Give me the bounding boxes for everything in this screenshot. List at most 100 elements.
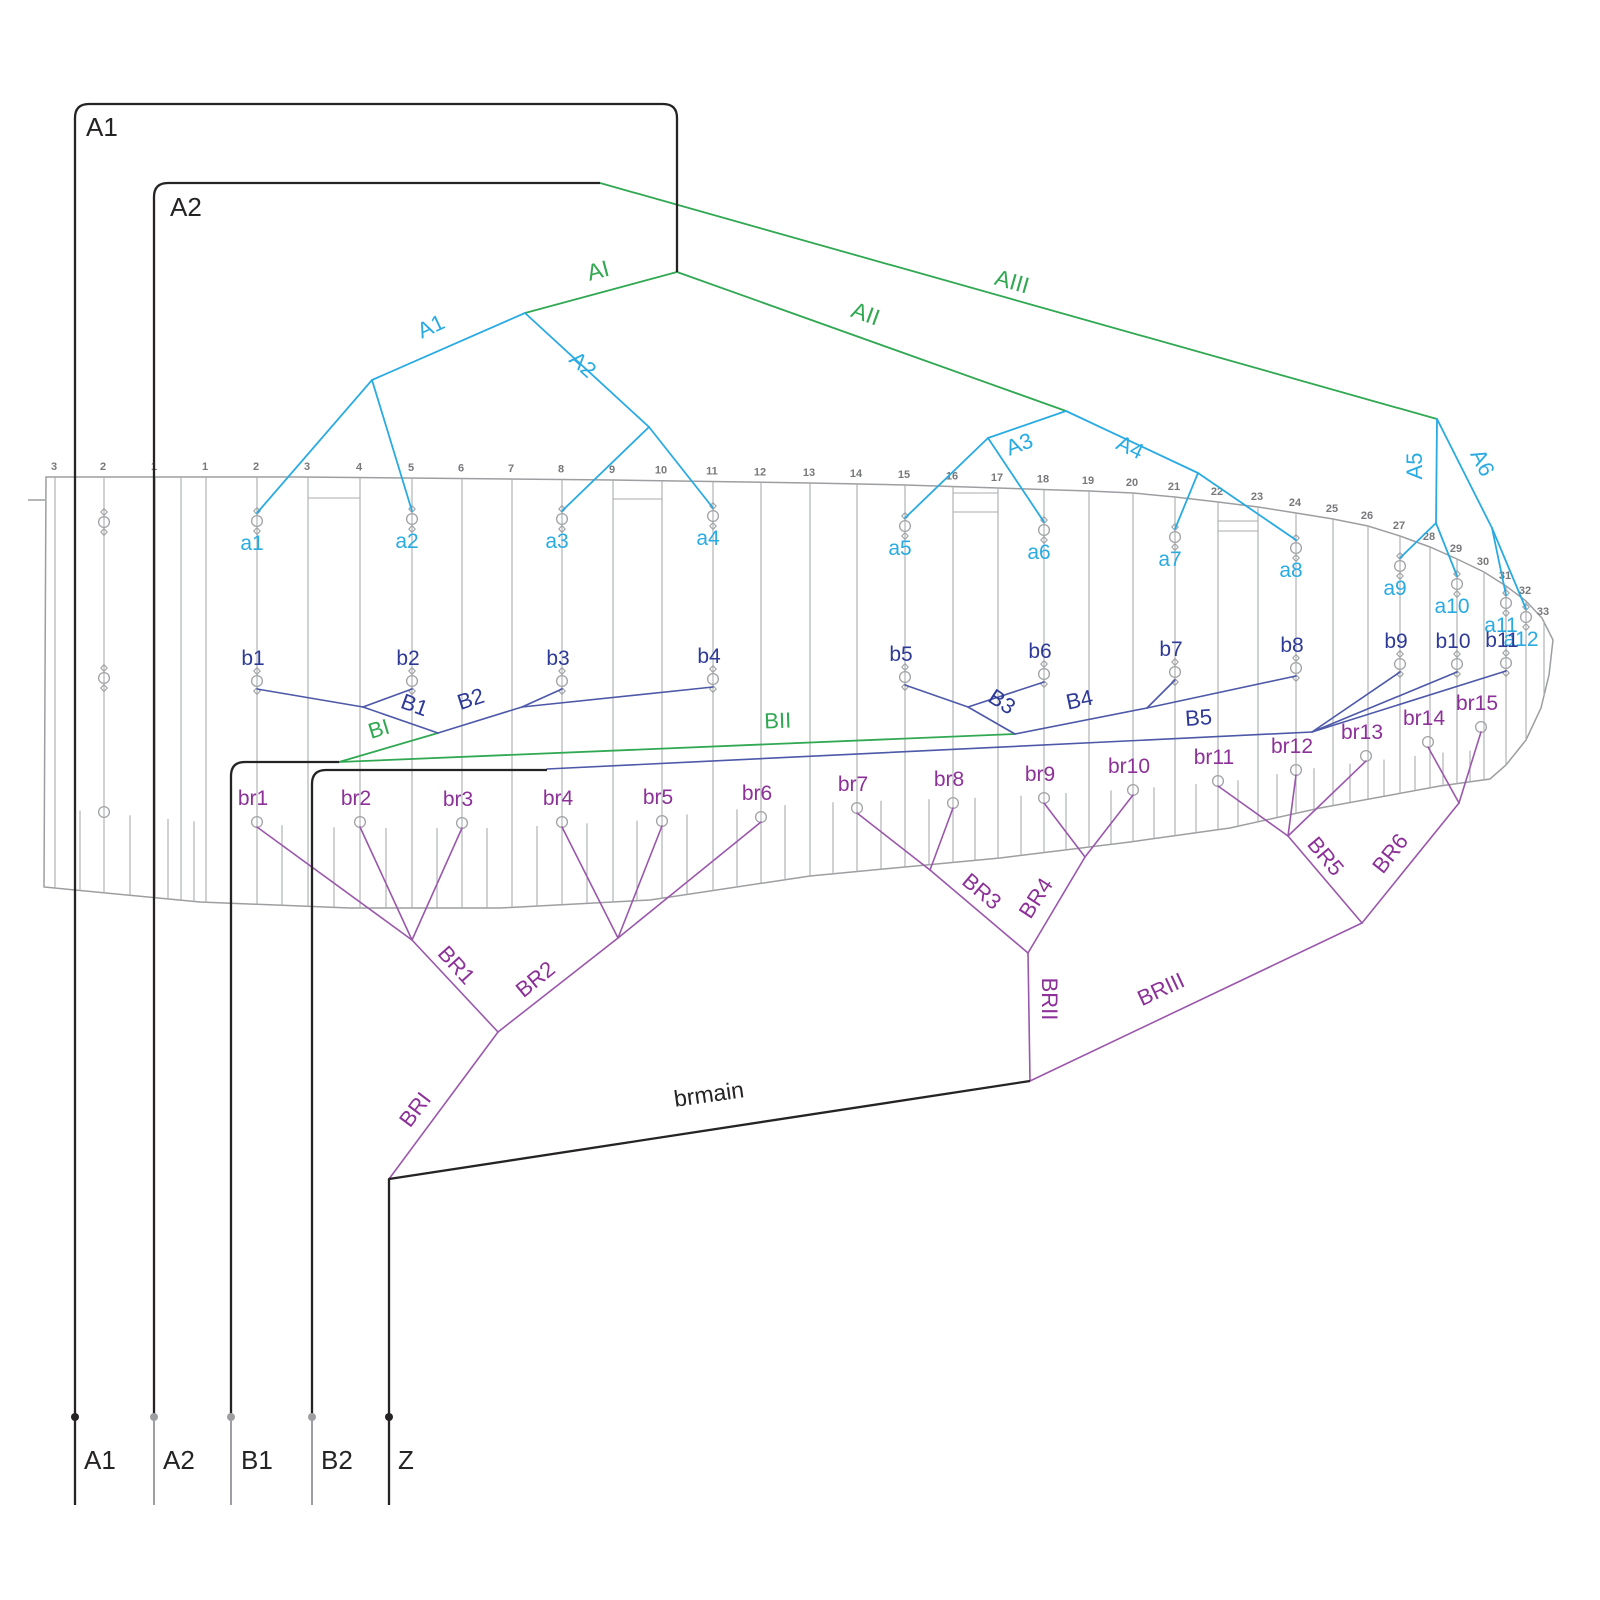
rib-number: 27 xyxy=(1393,520,1405,532)
blue-branch-line xyxy=(1146,675,1297,709)
purple-branch-line xyxy=(929,807,954,871)
label-br4: br4 xyxy=(543,787,574,810)
attachment-glyph-b6 xyxy=(1037,659,1051,689)
rib-number: 16 xyxy=(946,471,958,483)
purple-branch-line xyxy=(256,826,413,941)
purple-lines xyxy=(256,731,1482,1180)
rib-number: 22 xyxy=(1211,486,1223,498)
line-BR5 xyxy=(1287,835,1363,924)
label-branch-A1: A1 xyxy=(413,309,448,343)
label-branch-A5: A5 xyxy=(1402,453,1427,480)
cyan-branch-line xyxy=(648,426,714,509)
line-B4 xyxy=(1014,707,1148,735)
rib-number: 1 xyxy=(202,461,208,473)
line-BI xyxy=(338,732,439,763)
riser-dot-B2 xyxy=(308,1413,316,1421)
line-BII xyxy=(338,733,1016,763)
rib-number: 5 xyxy=(408,462,414,474)
label-branch-AI: AI xyxy=(584,255,612,286)
purple-branch-line xyxy=(617,825,663,939)
line-BRI xyxy=(388,1031,499,1180)
label-b10: b10 xyxy=(1435,630,1470,653)
cyan-branch-line xyxy=(561,426,650,512)
line-B2 xyxy=(437,706,523,734)
cyan-branch-line xyxy=(987,437,1045,523)
line-A6 xyxy=(1436,418,1493,529)
line-BR2 xyxy=(497,937,619,1033)
attachment-glyph-a9 xyxy=(1393,551,1407,581)
label-riser-bottom-A2: A2 xyxy=(163,1445,195,1475)
label-a7: a7 xyxy=(1158,548,1181,571)
cyan-branch-line xyxy=(1174,472,1199,530)
label-b4: b4 xyxy=(697,645,721,668)
unused-attachment-glyph xyxy=(97,507,111,537)
line-A2 xyxy=(524,312,650,428)
rib-number: 30 xyxy=(1477,556,1489,568)
label-br3: br3 xyxy=(443,788,473,811)
label-br10: br10 xyxy=(1108,755,1150,778)
purple-branch-line xyxy=(856,812,931,871)
purple-branch-line xyxy=(1043,802,1086,858)
purple-branch-line xyxy=(1427,746,1460,804)
rib-number: 26 xyxy=(1361,510,1373,522)
purple-branch-line xyxy=(411,827,463,941)
riser-line-Z xyxy=(387,1079,1031,1505)
attachment-glyph-br15 xyxy=(1474,720,1488,734)
label-br14: br14 xyxy=(1403,707,1445,730)
label-branch-B4: B4 xyxy=(1064,685,1096,715)
label-b1: b1 xyxy=(241,647,264,670)
rib-number: 17 xyxy=(991,472,1003,484)
label-br6: br6 xyxy=(742,782,772,805)
blue-branch-line xyxy=(1311,671,1401,733)
cyan-branch-line xyxy=(1435,522,1458,577)
rib-number: 11 xyxy=(706,466,718,478)
line-AI xyxy=(524,271,678,314)
purple-branch-line xyxy=(1084,794,1134,858)
label-branch-BR2: BR2 xyxy=(511,956,560,1002)
label-riser-bottom-Z: Z xyxy=(398,1445,414,1475)
line-BR1 xyxy=(411,939,499,1033)
rib-number: 19 xyxy=(1082,475,1094,487)
line-BRIII xyxy=(1029,922,1363,1082)
attachment-glyph-a8 xyxy=(1289,533,1303,563)
cyan-branch-line xyxy=(904,437,989,519)
blue-branch-line xyxy=(904,684,969,708)
cyan-branch-line xyxy=(1197,472,1297,541)
rib-number: 24 xyxy=(1289,497,1302,509)
label-riser-bottom-B1: B1 xyxy=(241,1445,273,1475)
rib-number: 21 xyxy=(1168,481,1180,493)
label-a1: a1 xyxy=(240,532,263,555)
blue-branch-line xyxy=(256,688,364,708)
line-B1 xyxy=(362,706,439,734)
rib-number: 23 xyxy=(1251,491,1263,503)
purple-branch-line xyxy=(359,826,413,941)
line-BRII xyxy=(1027,952,1031,1082)
label-branch-BRII: BRII xyxy=(1037,978,1062,1021)
rib-number: 2 xyxy=(253,461,259,473)
label-b11: b11 xyxy=(1485,629,1518,652)
rib-number: 2 xyxy=(100,461,106,473)
label-branch-BR5: BR5 xyxy=(1302,832,1349,881)
rib-number: 20 xyxy=(1126,477,1138,489)
blue-branch-line xyxy=(521,686,714,708)
rib-number: 25 xyxy=(1326,503,1338,515)
line-A4 xyxy=(1065,410,1199,474)
unused-attachment-glyph xyxy=(97,663,111,693)
label-a12: a12 xyxy=(1503,628,1538,651)
label-b2: b2 xyxy=(396,647,419,670)
line-A5 xyxy=(1435,418,1438,524)
label-a4: a4 xyxy=(696,527,720,550)
green-lines xyxy=(338,182,1438,763)
attachment-glyph-br13 xyxy=(1359,749,1373,763)
label-b6: b6 xyxy=(1028,640,1051,663)
label-br1: br1 xyxy=(238,787,268,810)
blue-branch-line xyxy=(1146,679,1176,709)
label-riser-bottom-B2: B2 xyxy=(321,1445,353,1475)
riser-line-B2 xyxy=(310,768,547,1417)
cyan-branch-line xyxy=(1491,527,1527,610)
attachment-glyph-b7 xyxy=(1168,657,1182,687)
label-a10: a10 xyxy=(1434,595,1469,618)
